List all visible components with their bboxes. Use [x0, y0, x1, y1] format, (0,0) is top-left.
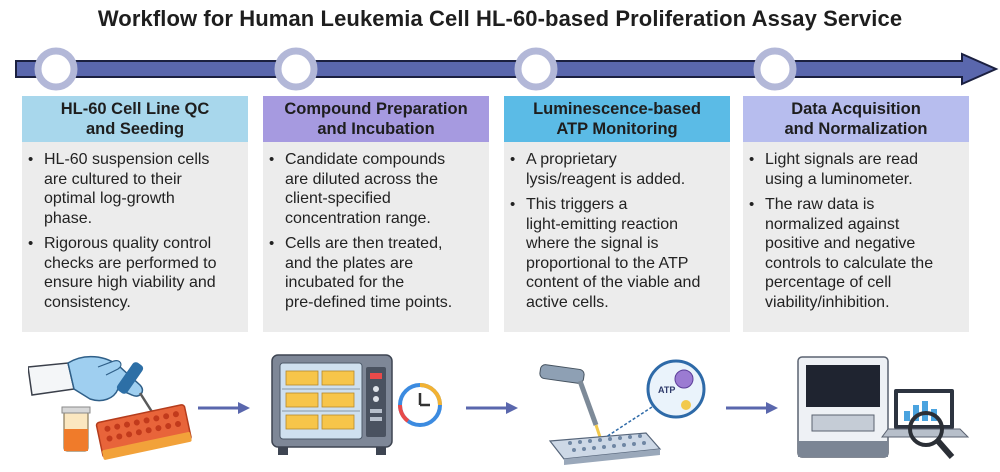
step-3-heading-line-2: ATP Monitoring — [556, 120, 678, 138]
step-4-heading-line-2: and Normalization — [784, 120, 928, 138]
timeline-node-2 — [274, 47, 318, 91]
step-4-heading: Data Acquisition and Normalization — [743, 96, 969, 142]
microplate-atp-cell-icon: ATP — [539, 359, 706, 465]
atp-label: ATP — [658, 385, 675, 395]
step-1-heading: HL-60 Cell Line QC and Seeding — [22, 96, 248, 142]
step-4-heading-line-1: Data Acquisition — [791, 100, 921, 118]
step-3-heading-line-1: Luminescence-based — [533, 100, 701, 118]
timeline-arrow — [15, 47, 999, 91]
timeline-bar — [15, 52, 999, 86]
step-1-heading-line-2: and Seeding — [85, 120, 185, 138]
step-2-heading-line-1: Compound Preparation — [284, 100, 468, 118]
timeline-node-4 — [753, 47, 797, 91]
step-4: Data Acquisition and Normalization Light … — [743, 96, 969, 332]
step-2-heading-line-2: and Incubation — [317, 120, 435, 138]
incubator-clock-icon — [271, 354, 442, 455]
luminometer-computer-icon — [797, 356, 970, 459]
step-2-heading: Compound Preparation and Incubation — [263, 96, 489, 142]
step-2-bullet-2: Cells are then treated,and the plates ar… — [269, 234, 481, 312]
page-title: Workflow for Human Leukemia Cell HL-60-b… — [97, 6, 903, 31]
step-2: Compound Preparation and Incubation Candi… — [263, 96, 489, 332]
timeline-node-1 — [34, 47, 78, 91]
timeline-node-3 — [514, 47, 558, 91]
flow-arrow-2 — [466, 402, 518, 414]
step-1: HL-60 Cell Line QC and Seeding HL-60 susp… — [22, 96, 248, 332]
pipette-well-plate-icon — [28, 355, 192, 460]
flow-arrow-3 — [726, 402, 778, 414]
flow-arrow-1 — [198, 402, 250, 414]
step-1-heading-line-1: HL-60 Cell Line QC — [60, 100, 210, 118]
